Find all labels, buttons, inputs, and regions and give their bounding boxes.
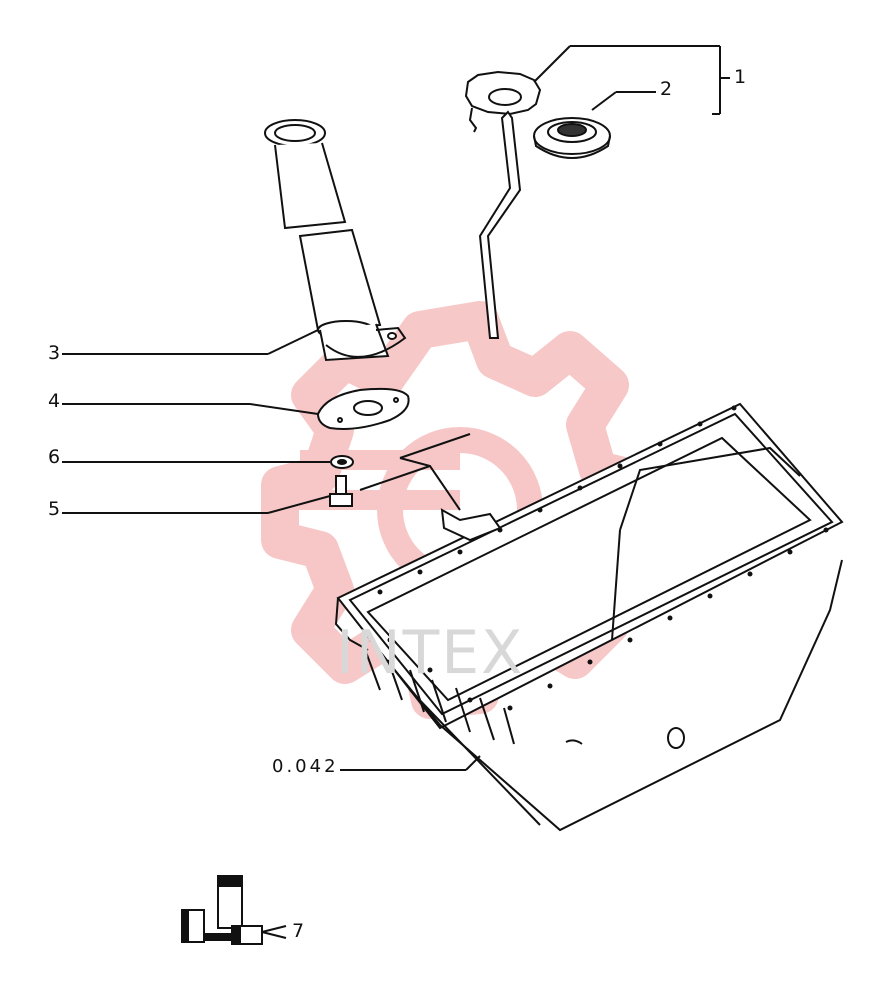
reference-code: 0.042	[272, 756, 339, 777]
washer	[330, 455, 354, 469]
callout-7: 7	[292, 920, 305, 942]
callout-4: 4	[48, 390, 61, 412]
seal-ring	[533, 117, 611, 159]
oil-pan	[334, 402, 844, 832]
leader-lines	[62, 45, 730, 939]
gasket	[316, 387, 410, 430]
callout-5: 5	[48, 498, 61, 520]
callout-3: 3	[48, 342, 61, 364]
filler-tube	[264, 119, 407, 362]
callout-2: 2	[660, 78, 673, 100]
dipstick-cap	[464, 70, 542, 339]
watermark-text: INTEX	[336, 618, 525, 688]
callout-1: 1	[734, 66, 747, 88]
bolt	[329, 475, 353, 507]
assembly-lines	[359, 433, 471, 511]
small-parts	[181, 875, 263, 945]
flange-holes	[377, 405, 829, 711]
callout-6: 6	[48, 446, 61, 468]
